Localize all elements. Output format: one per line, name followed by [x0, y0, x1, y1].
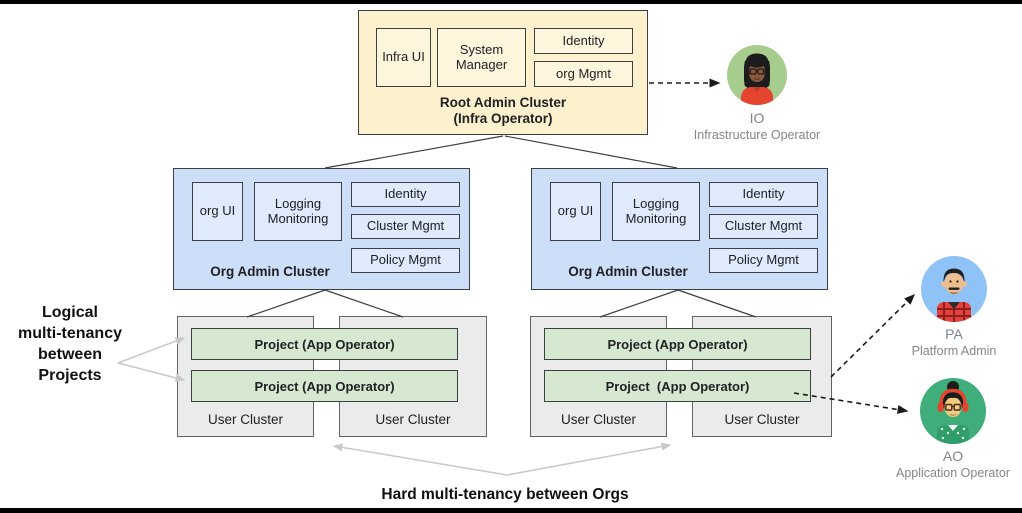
io-person-avatar [727, 45, 787, 105]
io-abbr: IO [749, 110, 765, 126]
logical-note-line: Projects [38, 367, 102, 384]
project-bar: Project (App Operator) [191, 370, 458, 402]
cluster-mgmt-box: Cluster Mgmt [351, 214, 460, 239]
policy-mgmt-box: Policy Mgmt [351, 248, 460, 273]
org-admin-cluster-right: org UI Logging Monitoring Identity Clust… [531, 168, 828, 290]
pa-role: Platform Admin [911, 344, 997, 358]
org-ui-box: org UI [550, 182, 601, 241]
left-org-to-user-connector [324, 289, 404, 318]
project-bar: Project (App Operator) [191, 328, 458, 360]
cluster-mgmt-box: Cluster Mgmt [709, 214, 818, 239]
user-cluster-label: User Cluster [207, 412, 283, 427]
pa-person-avatar [921, 256, 987, 322]
hard-multitenancy-note: Hard multi-tenancy between Orgs [381, 486, 629, 503]
logical-multitenancy-note: Logical multi-tenancy between Projects [4, 302, 136, 386]
bottom-border-bar [0, 508, 1022, 513]
hard-arrow-right [506, 442, 672, 476]
org-cluster-title: Org Admin Cluster [568, 264, 688, 279]
io-actor-label: IO Infrastructure Operator [687, 110, 827, 143]
project-bar: Project (App Operator) [544, 370, 811, 402]
left-org-to-user-connector [246, 289, 326, 318]
infra-ui-box: Infra UI [376, 28, 431, 87]
ao-person-avatar [920, 378, 986, 444]
policy-mgmt-box: Policy Mgmt [709, 248, 818, 273]
top-border-bar [0, 0, 1022, 4]
logical-note-line: multi-tenancy [17, 325, 122, 342]
ao-actor-label: AO Application Operator [883, 448, 1022, 481]
pa-actor-label: PA Platform Admin [884, 326, 1022, 359]
root-cluster-title: Root Admin Cluster (Infra Operator) [359, 95, 647, 127]
root-admin-cluster: Infra UI System Manager Identity org Mgm… [358, 10, 648, 135]
io-role: Infrastructure Operator [693, 128, 821, 142]
pa-avatar-illustration [921, 256, 987, 322]
logging-monitoring-box: Logging Monitoring [254, 182, 342, 241]
project-bar: Project (App Operator) [544, 328, 811, 360]
ao-role: Application Operator [896, 466, 1010, 480]
system-manager-box: System Manager [437, 28, 526, 87]
identity-box: Identity [534, 28, 633, 54]
root-to-right-org-connector [504, 135, 678, 169]
user-cluster-label: User Cluster [724, 412, 800, 427]
root-cluster-title-line1: Root Admin Cluster [439, 95, 567, 110]
ao-abbr: AO [942, 448, 964, 464]
logging-monitoring-box: Logging Monitoring [612, 182, 700, 241]
right-org-to-user-connector [677, 289, 757, 318]
hard-arrow-left [332, 443, 508, 476]
pa-abbr: PA [945, 326, 963, 342]
org-admin-cluster-left: org UI Logging Monitoring Identity Clust… [173, 168, 470, 290]
root-to-left-org-connector [324, 135, 504, 169]
logical-note-line: Logical [41, 304, 98, 321]
user-cluster-label: User Cluster [375, 412, 451, 427]
org-ui-box: org UI [192, 182, 243, 241]
user-cluster-label: User Cluster [560, 412, 636, 427]
io-avatar-illustration [727, 45, 787, 105]
identity-box: Identity [351, 182, 460, 207]
ao-avatar-illustration [920, 378, 986, 444]
root-cluster-title-line2: (Infra Operator) [453, 111, 553, 126]
logical-note-line: between [37, 346, 102, 363]
org-cluster-title: Org Admin Cluster [210, 264, 330, 279]
identity-box: Identity [709, 182, 818, 207]
org-mgmt-box: org Mgmt [534, 61, 633, 87]
right-org-to-user-connector [599, 289, 679, 318]
